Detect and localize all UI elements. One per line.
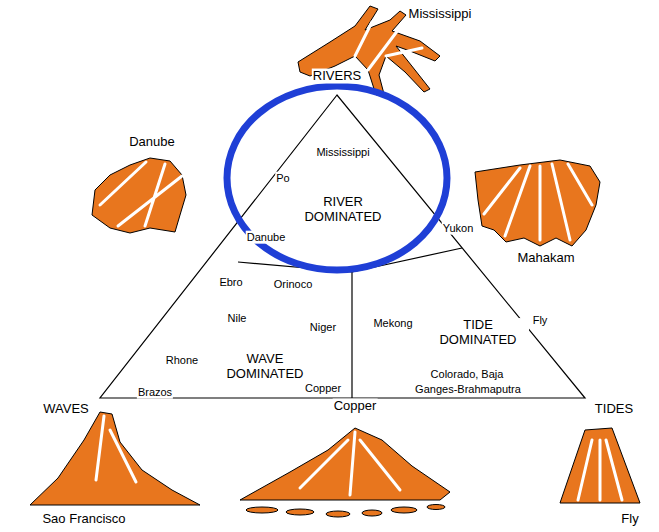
delta-name: Rhone [165,354,199,367]
delta-name: Mississippi [408,7,473,22]
end-member: WAVES [42,402,90,417]
field-name: TIDE DOMINATED [427,318,529,348]
delta-name: Danube [246,231,287,244]
danube-delta [92,158,186,233]
delta-name: Mahakam [516,251,575,266]
fly-delta [560,428,640,503]
delta-name: Niger [309,321,337,334]
delta-name: Fly [620,512,639,527]
delta-name: Copper [304,382,342,395]
end-member: TIDES [594,402,634,417]
delta-name: Danube [128,135,176,150]
sao-francisco-delta [30,412,200,505]
field-name: RIVER DOMINATED [282,195,404,225]
delta-name: Po [275,172,290,185]
delta-name: Colorado, Baja [430,368,505,381]
delta-name: Copper [333,399,378,414]
delta-name: Yukon [442,222,475,235]
field-name: WAVE DOMINATED [214,352,316,382]
end-member: RIVERS [312,69,362,84]
delta-name: Mississippi [315,146,370,159]
delta-name: Brazos [137,386,173,399]
delta-name: Fly [532,314,549,327]
mahakam-delta [475,160,600,246]
delta-name: Sao Francisco [41,512,126,527]
delta-name: Mekong [372,317,413,330]
delta-name: Orinoco [273,278,314,291]
delta-name: Ebro [218,276,243,289]
copper-delta [240,428,450,500]
ternary-triangle [100,95,585,398]
delta-name: Nile [227,312,248,325]
highlight-circle [227,86,447,270]
delta-name: Ganges-Brahmaputra [414,383,522,396]
